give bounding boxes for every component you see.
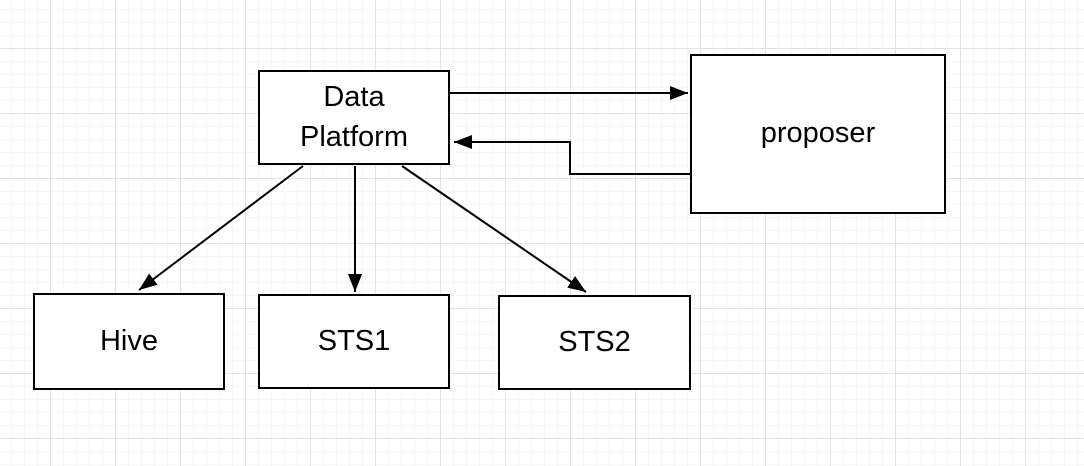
edge-proposer-to-data-platform	[454, 135, 690, 175]
node-sts2-label: STS2	[558, 325, 631, 358]
node-data-platform: Data Platform	[258, 70, 450, 165]
node-hive-label: Hive	[99, 324, 158, 357]
node-sts2: STS2	[498, 295, 691, 390]
edge-data-platform-to-hive	[138, 165, 304, 291]
node-proposer-label: proposer	[760, 117, 876, 150]
node-proposer: proposer	[690, 54, 946, 214]
node-sts1-label: STS1	[317, 324, 391, 357]
edge-data-platform-to-sts2	[401, 165, 587, 293]
node-data-platform-label: Data Platform	[300, 81, 408, 153]
node-hive: Hive	[33, 293, 225, 390]
node-sts1: STS1	[258, 294, 450, 389]
